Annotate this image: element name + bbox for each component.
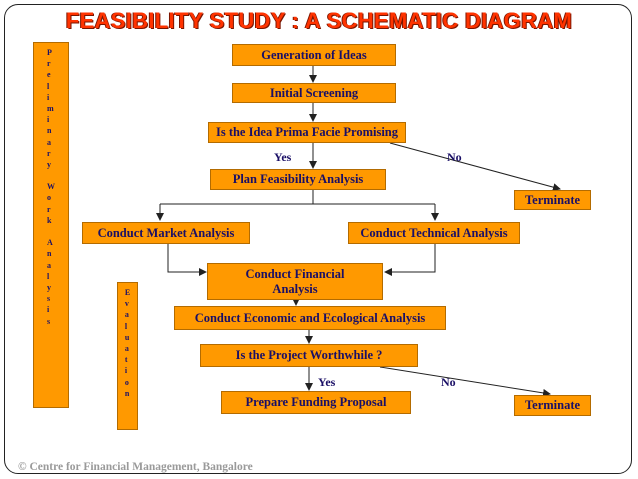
node-terminate-1[interactable]: Terminate bbox=[514, 190, 591, 210]
node-funding-proposal[interactable]: Prepare Funding Proposal bbox=[221, 391, 411, 414]
preliminary-letter: y bbox=[47, 282, 51, 292]
preliminary-letter: a bbox=[47, 137, 51, 147]
node-economic-ecological[interactable]: Conduct Economic and Ecological Analysis bbox=[174, 306, 446, 330]
edge-technical-financial bbox=[384, 244, 436, 276]
preliminary-letter: o bbox=[47, 193, 51, 203]
preliminary-letter bbox=[47, 170, 55, 181]
edge-worthwhile-terminate bbox=[379, 366, 551, 397]
evaluation-letter: t bbox=[124, 355, 128, 365]
edge-market-financial bbox=[167, 244, 207, 276]
node-prima-facie-decision[interactable]: Is the Idea Prima Facie Promising bbox=[208, 122, 406, 143]
preliminary-letter: P bbox=[47, 48, 52, 57]
node-terminate-2[interactable]: Terminate bbox=[514, 395, 591, 416]
evaluation-letter: o bbox=[124, 377, 129, 387]
evaluation-letter: E bbox=[124, 288, 131, 297]
slide-frame bbox=[4, 4, 632, 474]
edge-prima-terminate bbox=[389, 142, 561, 192]
preliminary-letter: k bbox=[47, 215, 52, 225]
node-plan-feasibility[interactable]: Plan Feasibility Analysis bbox=[210, 169, 386, 190]
preliminary-letter: A bbox=[47, 238, 53, 248]
preliminary-letter: m bbox=[47, 103, 54, 113]
preliminary-letter: l bbox=[47, 81, 50, 91]
preliminary-letter: y bbox=[47, 159, 51, 169]
evaluation-letter: i bbox=[124, 366, 128, 376]
preliminary-letter: s bbox=[47, 294, 51, 304]
node-financial-analysis[interactable]: Conduct Financial Analysis bbox=[207, 263, 383, 300]
edge-label-no-1: No bbox=[447, 150, 462, 164]
node-technical-analysis[interactable]: Conduct Technical Analysis bbox=[348, 222, 520, 244]
preliminary-letter: W bbox=[47, 182, 55, 192]
preliminary-letter: l bbox=[47, 271, 50, 281]
preliminary-letter: r bbox=[47, 204, 51, 214]
node-project-worthwhile[interactable]: Is the Project Worthwhile ? bbox=[200, 344, 418, 367]
preliminary-letter: s bbox=[47, 316, 51, 326]
evaluation-letter: a bbox=[124, 343, 129, 353]
copyright-footer: © Centre for Financial Management, Banga… bbox=[18, 461, 253, 473]
edge-label-yes-2: Yes bbox=[318, 375, 336, 389]
preliminary-letter bbox=[47, 226, 55, 237]
evaluation-letter: u bbox=[124, 332, 130, 342]
evaluation-letter: n bbox=[124, 388, 130, 398]
edge-label-no-2: No bbox=[441, 375, 456, 389]
evaluation-letter: v bbox=[124, 299, 129, 309]
preliminary-letter: n bbox=[47, 249, 52, 259]
slide-title: FEASIBILITY STUDY : A SCHEMATIC DIAGRAM bbox=[65, 8, 573, 33]
preliminary-letter: e bbox=[47, 70, 51, 80]
preliminary-letter: i bbox=[47, 92, 50, 102]
evaluation-letter: l bbox=[124, 321, 128, 331]
preliminary-letter: r bbox=[47, 59, 51, 69]
edge-label-yes-1: Yes bbox=[274, 150, 292, 164]
preliminary-letter: a bbox=[47, 260, 51, 270]
node-generation-of-ideas[interactable]: Generation of Ideas bbox=[232, 44, 396, 66]
preliminary-letter: n bbox=[47, 126, 52, 136]
node-initial-screening[interactable]: Initial Screening bbox=[232, 83, 396, 103]
preliminary-letter: r bbox=[47, 148, 51, 158]
evaluation-letter: a bbox=[124, 310, 129, 320]
preliminary-letter: i bbox=[47, 115, 50, 125]
node-market-analysis[interactable]: Conduct Market Analysis bbox=[82, 222, 250, 244]
preliminary-letter: i bbox=[47, 305, 50, 315]
